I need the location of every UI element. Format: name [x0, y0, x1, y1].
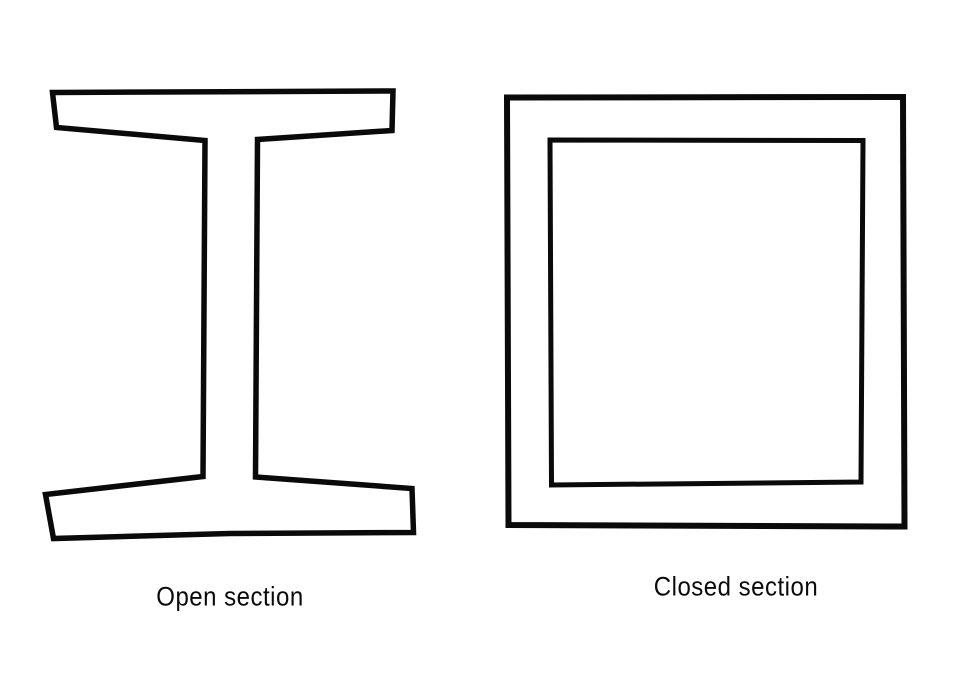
- closed-box-inner-outline: [547, 137, 866, 488]
- open-section-label: Open section: [156, 582, 304, 613]
- closed-box-outer-outline: [503, 93, 908, 530]
- closed-section-label: Closed section: [653, 572, 819, 603]
- i-beam-outline: [42, 88, 417, 542]
